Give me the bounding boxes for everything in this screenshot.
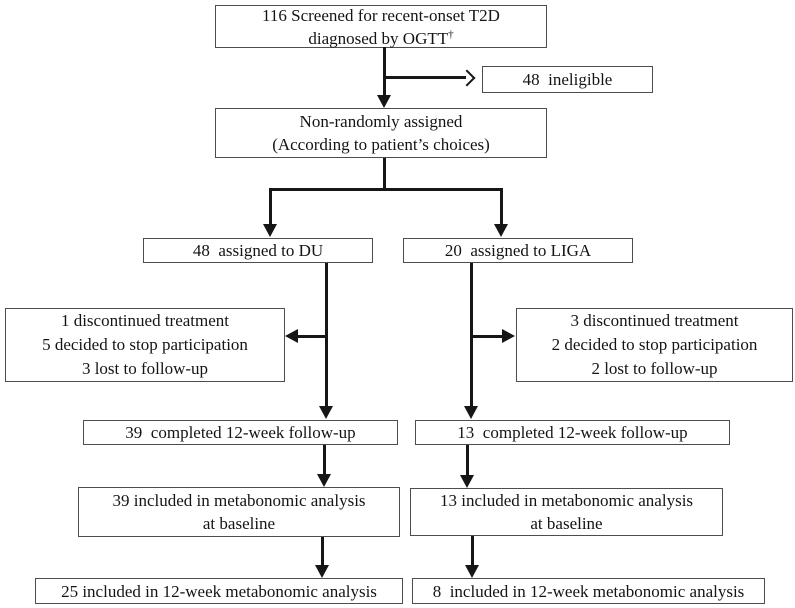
connector-screened-to-assigned [383, 47, 386, 96]
node-line: 13 completed 12-week follow-up [457, 423, 688, 442]
node-line: 3 discontinued treatment [570, 311, 739, 330]
arrowhead-down-assigned [377, 95, 391, 108]
connector-liga-dropout [471, 335, 503, 338]
node-du-dropout: 1 discontinued treatment 5 decided to st… [5, 308, 285, 382]
node-line: 2 decided to stop participation [551, 335, 758, 354]
node-liga-assigned: 20 assigned to LIGA [403, 238, 633, 263]
node-line: 3 lost to follow-up [81, 359, 209, 378]
arrowhead-down-liga-completed [464, 406, 478, 419]
node-ineligible: 48 ineligible [482, 66, 653, 93]
node-liga-12week-analysis: 8 included in 12-week metabonomic analys… [412, 578, 765, 604]
connector-branch-bar [269, 188, 503, 191]
arrowhead-down-du-12week [315, 565, 329, 578]
arrowhead-down-du [263, 224, 277, 237]
node-line: 25 included in 12-week metabonomic analy… [61, 581, 377, 601]
node-line: at baseline [530, 514, 603, 533]
node-du-assigned: 48 assigned to DU [143, 238, 373, 263]
arrowhead-right-ineligible [458, 69, 476, 87]
node-line: diagnosed by OGTT† [308, 27, 454, 48]
node-line: 5 decided to stop participation [42, 335, 248, 354]
arrowhead-down-liga-12week [465, 565, 479, 578]
connector-branch-du [269, 188, 272, 225]
arrowhead-left-du-dropout [285, 329, 298, 343]
connector-liga-to-12week [471, 536, 474, 566]
node-line: at baseline [202, 514, 276, 533]
arrowhead-down-du-baseline [317, 474, 331, 487]
node-line: 1 discontinued treatment [60, 311, 230, 330]
node-liga-dropout: 3 discontinued treatment 2 decided to st… [516, 308, 793, 382]
node-line: 20 assigned to LIGA [444, 241, 592, 260]
node-line: 48 ineligible [522, 70, 613, 89]
node-line: 8 included in 12-week metabonomic analys… [432, 581, 745, 601]
node-line: Non-randomly assigned [299, 112, 463, 131]
connector-du-to-baseline [323, 445, 326, 475]
node-line: 116 Screened for recent-onset T2D [262, 5, 500, 25]
arrowhead-right-liga-dropout [502, 329, 515, 343]
arrowhead-down-liga-baseline [460, 475, 474, 488]
node-line: 13 included in metabonomic analysis [439, 491, 694, 510]
connector-du-to-12week [321, 537, 324, 566]
arrowhead-down-liga [494, 224, 508, 237]
node-du-completed: 39 completed 12-week follow-up [83, 420, 398, 445]
connector-liga-to-baseline [466, 445, 469, 476]
node-screened: 116 Screened for recent-onset T2D diagno… [215, 5, 547, 48]
node-line: (According to patient’s choices) [272, 135, 490, 154]
dagger-footnote-mark: † [448, 27, 454, 40]
node-liga-completed: 13 completed 12-week follow-up [415, 420, 730, 445]
node-line: 39 included in metabonomic analysis [112, 491, 366, 510]
node-du-12week-analysis: 25 included in 12-week metabonomic analy… [35, 578, 403, 604]
node-nonrandom-assignment: Non-randomly assigned (According to pati… [215, 108, 547, 158]
connector-to-ineligible [384, 76, 466, 79]
connector-branch-liga [500, 188, 503, 225]
node-du-baseline-analysis: 39 included in metabonomic analysis at b… [78, 487, 400, 537]
connector-du-dropout [296, 335, 327, 338]
node-line: 48 assigned to DU [192, 241, 324, 260]
node-line: 2 lost to follow-up [591, 359, 718, 378]
connector-assigned-stem [383, 158, 386, 191]
node-liga-baseline-analysis: 13 included in metabonomic analysis at b… [410, 488, 723, 536]
arrowhead-down-du-completed [319, 406, 333, 419]
node-line: 39 completed 12-week follow-up [125, 423, 356, 442]
